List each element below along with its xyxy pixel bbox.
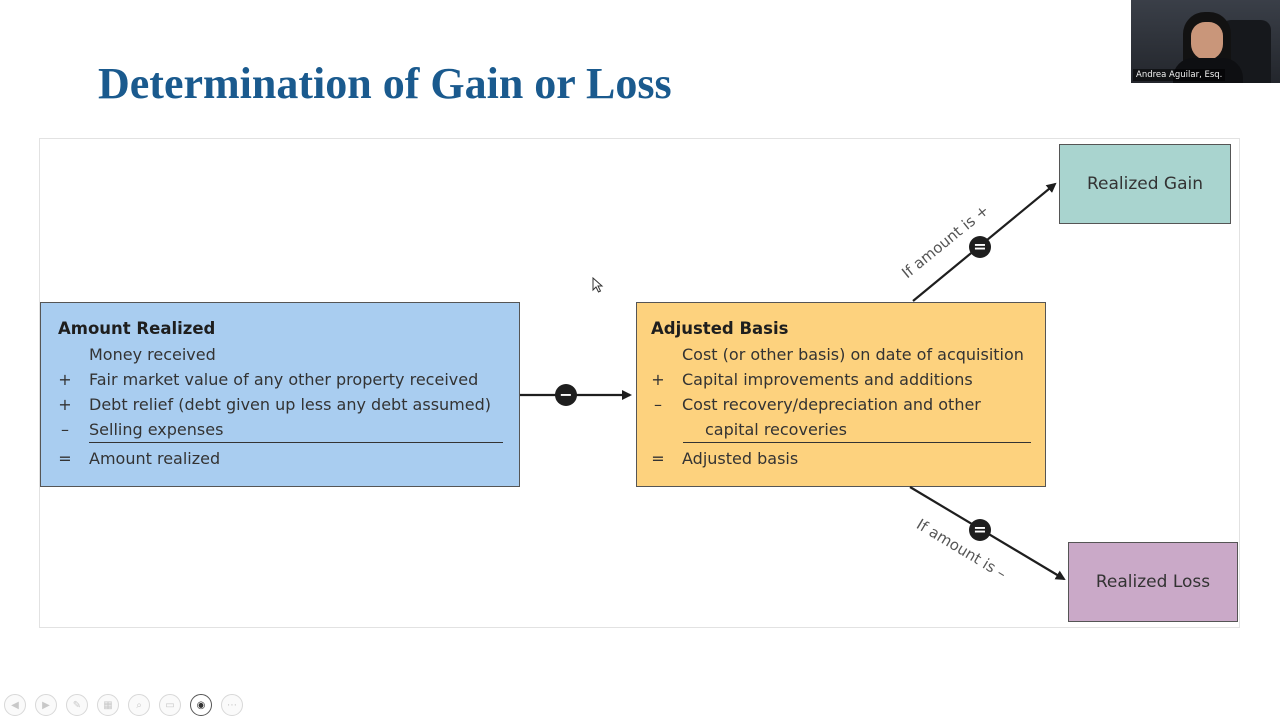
amount-realized-box: Amount Realized Money received + Fair ma…	[40, 302, 520, 487]
slide-title: Determination of Gain or Loss	[98, 59, 672, 108]
adjusted-basis-heading: Adjusted Basis	[651, 319, 789, 338]
adjusted-basis-box: Adjusted Basis Cost (or other basis) on …	[636, 302, 1046, 487]
video-person-face	[1191, 22, 1223, 60]
slides-grid-button[interactable]: ▦	[97, 694, 119, 716]
camera-button[interactable]: ◉	[190, 694, 212, 716]
realized-gain-box: Realized Gain	[1059, 144, 1231, 224]
previous-slide-button[interactable]: ◀	[4, 694, 26, 716]
next-slide-button[interactable]: ▶	[35, 694, 57, 716]
basis-sum-rule	[683, 442, 1031, 443]
minus-operator-icon: −	[555, 384, 577, 406]
amount-sum-rule	[89, 442, 503, 443]
mouse-cursor-icon	[592, 277, 604, 293]
zoom-button[interactable]: ⌕	[128, 694, 150, 716]
pen-tool-button[interactable]: ✎	[66, 694, 88, 716]
equals-loss-operator-icon: =	[969, 519, 991, 541]
participant-name: Andrea Aguilar, Esq.	[1133, 69, 1226, 81]
participant-video-tile[interactable]: Andrea Aguilar, Esq.	[1131, 0, 1280, 83]
more-options-button[interactable]: ⋯	[221, 694, 243, 716]
realized-gain-label: Realized Gain	[1086, 174, 1204, 194]
subtitles-button[interactable]: ▭	[159, 694, 181, 716]
presentation-toolbar: ◀ ▶ ✎ ▦ ⌕ ▭ ◉ ⋯	[4, 694, 243, 716]
realized-loss-box: Realized Loss	[1068, 542, 1238, 622]
amount-realized-heading: Amount Realized	[58, 319, 216, 338]
equals-gain-operator-icon: =	[969, 236, 991, 258]
realized-loss-label: Realized Loss	[1095, 572, 1211, 592]
